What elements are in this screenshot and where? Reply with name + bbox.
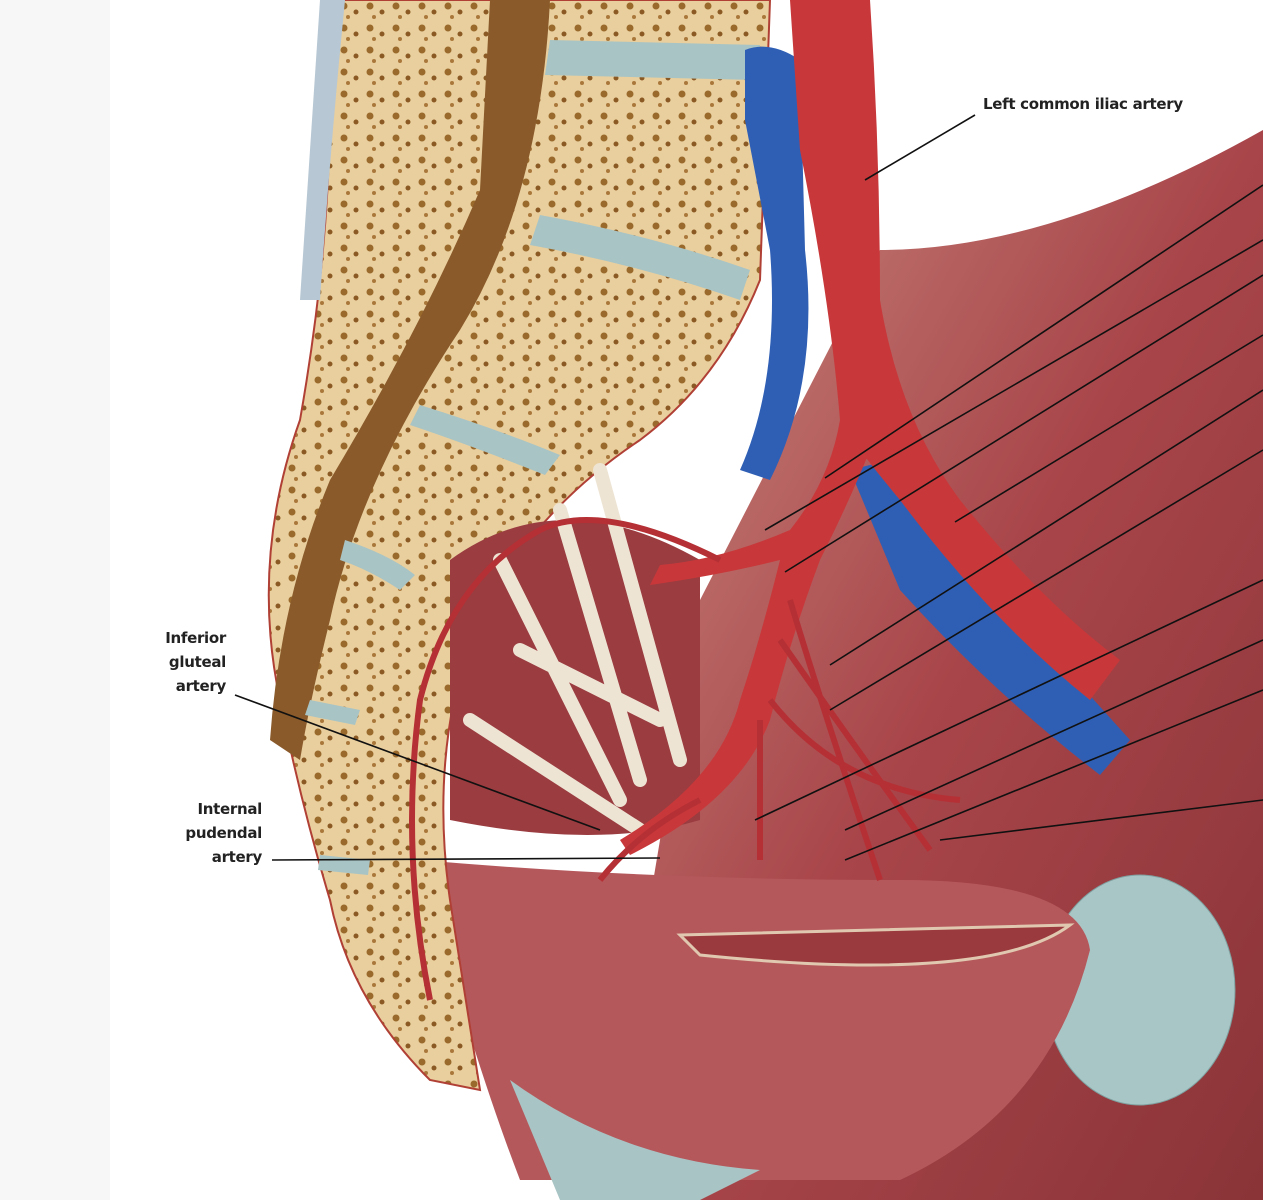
intervertebral-disc <box>340 540 415 590</box>
label-line: artery <box>175 677 227 695</box>
intervertebral-disc <box>530 215 750 300</box>
leader-line <box>829 389 1263 666</box>
label-line: Internal <box>197 800 262 818</box>
pelvic-floor-fascia <box>510 1080 760 1200</box>
page-margin <box>0 0 110 1200</box>
label-line: Inferior <box>165 629 226 647</box>
label-left-common-iliac-artery: Left common iliac artery <box>983 95 1183 113</box>
leader-line-inferior-gluteal <box>234 694 601 831</box>
leader-line-left-common-iliac <box>864 114 976 181</box>
leader-lines <box>234 114 1263 861</box>
leader-line <box>824 184 1263 479</box>
leader-line <box>954 334 1263 523</box>
spinal-canal <box>270 0 550 760</box>
lumbar-soft-tissue <box>300 0 345 300</box>
leader-line <box>844 639 1263 831</box>
leader-line <box>764 239 1263 531</box>
leader-line <box>844 689 1263 861</box>
levator-ani-stripe <box>676 923 1075 967</box>
label-line: pudendal <box>185 824 262 842</box>
leader-line-internal-pudendal <box>271 857 661 861</box>
intervertebral-disc <box>545 40 760 80</box>
arterial-branches <box>409 517 961 1001</box>
leader-line <box>939 799 1263 841</box>
intervertebral-disc <box>410 405 560 475</box>
label-line: gluteal <box>168 653 226 671</box>
common-iliac-vein <box>740 46 809 481</box>
sacral-plexus-nerves <box>463 463 687 837</box>
leader-line <box>829 449 1263 711</box>
sacral-disc <box>305 700 360 725</box>
leader-line <box>784 274 1263 573</box>
label-line: artery <box>211 848 263 866</box>
internal-iliac-artery <box>620 420 870 855</box>
label-inferior-gluteal-artery: Inferior gluteal artery <box>150 626 226 698</box>
leader-line <box>754 579 1263 821</box>
label-internal-pudendal-artery: Internal pudendal artery <box>160 797 262 869</box>
external-iliac-vein <box>850 460 1130 775</box>
